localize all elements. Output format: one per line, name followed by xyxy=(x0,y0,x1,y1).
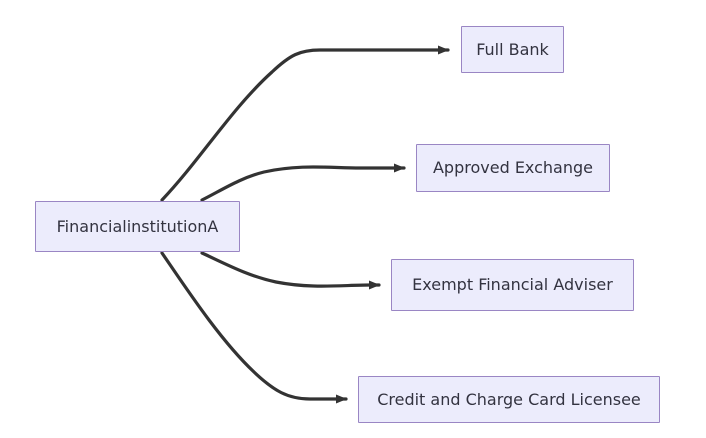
node-credit-and-charge-card-licensee[interactable]: Credit and Charge Card Licensee xyxy=(358,376,660,423)
node-label: Credit and Charge Card Licensee xyxy=(377,389,641,409)
edge-source-to-exempt-financial-adviser xyxy=(200,251,381,290)
node-full-bank[interactable]: Full Bank xyxy=(461,26,564,73)
node-approved-exchange[interactable]: Approved Exchange xyxy=(416,144,610,192)
node-exempt-financial-adviser[interactable]: Exempt Financial Adviser xyxy=(391,259,634,311)
node-financial-institution-a[interactable]: FinancialinstitutionA xyxy=(35,201,240,252)
node-label: FinancialinstitutionA xyxy=(56,216,219,236)
edge-source-to-approved-exchange xyxy=(200,163,406,202)
node-label: Full Bank xyxy=(476,39,549,59)
edge-source-to-credit-and-charge-card-licensee xyxy=(160,251,348,404)
node-label: Exempt Financial Adviser xyxy=(412,275,613,295)
edge-source-to-full-bank xyxy=(160,45,450,202)
node-label: Approved Exchange xyxy=(432,158,593,178)
